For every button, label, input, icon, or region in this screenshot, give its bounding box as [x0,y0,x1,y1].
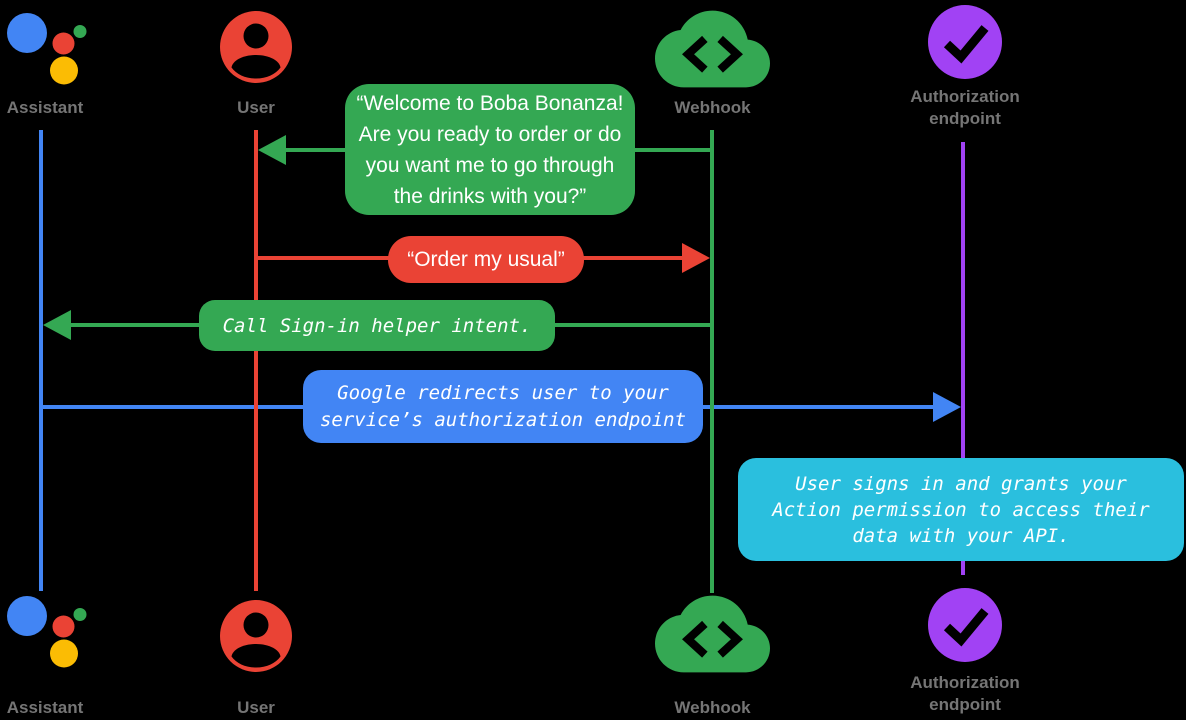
actor-label-webhook: Webhook [674,698,751,717]
message-line: the drinks with you?” [393,184,587,208]
message-line: Are you ready to order or do [358,122,622,146]
message-bubble-redirect: Google redirects user to your service’s … [303,370,703,443]
message-bubble-user-signs-in: User signs in and grants your Action per… [738,458,1184,561]
actor-label-user: User [237,98,275,117]
arrow-order-right-arrowhead-icon [682,243,710,273]
message-line: “Welcome to Boba Bonanza! [356,91,624,115]
arrow-redirect-right-arrowhead-icon [933,392,961,422]
actor-label-assistant: Assistant [6,698,84,717]
actor-label-user: User [237,698,275,717]
google-assistant-icon [7,13,87,85]
message-bubble-signin-helper: Call Sign-in helper intent. [199,300,555,351]
google-assistant-icon [7,596,87,668]
message-line: Call Sign-in helper intent. [222,314,532,337]
message-line: Action permission to access their [772,498,1150,521]
lifeline-user [254,130,258,591]
actor-label-authorization-endpoint: Authorization endpoint [910,87,1020,128]
message-line: “Order my usual” [407,248,565,271]
actor-label-webhook: Webhook [674,98,751,117]
message-line: service’s authorization endpoint [319,408,687,431]
actor-label-authorization-endpoint: Authorization endpoint [910,673,1020,714]
message-line: you want me to go through [365,153,615,177]
arrow-welcome-left-arrowhead-icon [258,135,286,165]
actor-label-assistant: Assistant [6,98,84,117]
lifeline-webhook [710,130,714,593]
message-line: User signs in and grants your [795,472,1127,495]
lifeline-authorization-endpoint [961,142,965,575]
message-line: Google redirects user to your [337,381,669,404]
webhook-cloud-icon [655,10,770,88]
message-bubble-order-my-usual: “Order my usual” [388,236,584,283]
user-icon [220,600,292,672]
message-bubble-welcome: “Welcome to Boba Bonanza! Are you ready … [345,84,635,215]
authorization-check-icon [928,5,1002,79]
message-line: data with your API. [852,524,1070,547]
arrow-signin-helper-left-arrowhead-icon [43,310,71,340]
authorization-check-icon [928,588,1002,662]
user-icon [220,11,292,83]
lifeline-assistant [39,130,43,591]
webhook-cloud-icon [655,595,770,673]
